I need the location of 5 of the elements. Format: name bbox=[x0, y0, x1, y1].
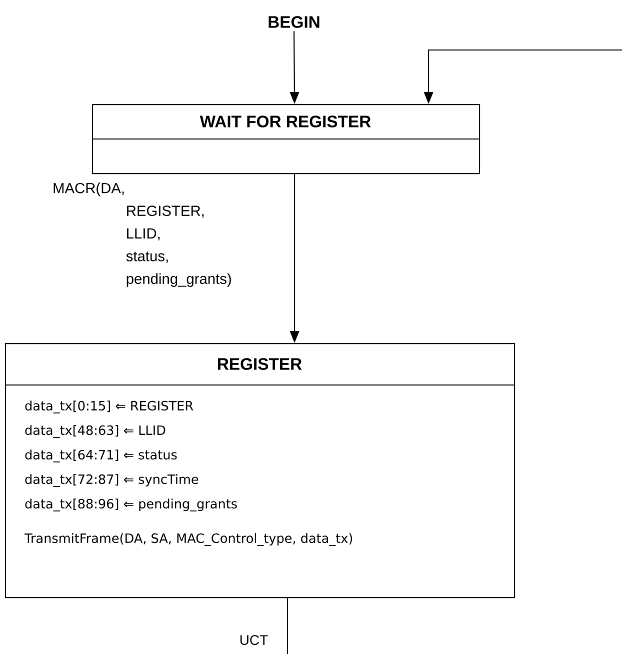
edge-label: MACR(DA, REGISTER, LLID, status, pending_grants) bbox=[54, 182, 231, 287]
state-box: WAIT FOR REGISTER bbox=[92, 104, 480, 174]
state-box: REGISTER data_tx[0:15] ⇐ REGISTER data_tx[48:63] ⇐ LLID data_tx[64:71] ⇐ status data_tx[72:87] ⇐ syncTime data_tx[88:96] ⇐ pending_grants TransmitFrame(DA, SA, MAC_Control_type, data_tx) bbox=[5, 343, 516, 598]
edge-label: UCT bbox=[240, 635, 268, 645]
start-label: BEGIN bbox=[268, 16, 320, 28]
